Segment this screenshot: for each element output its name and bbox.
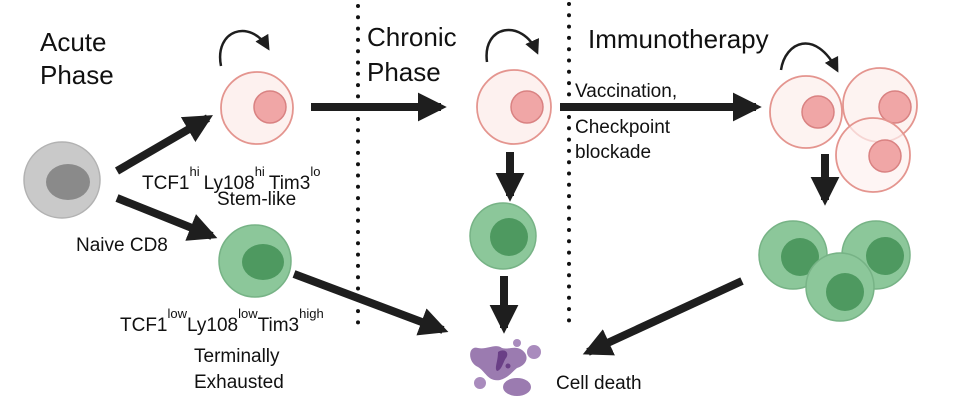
naive-cd8-cell xyxy=(23,141,101,219)
arrow-exhausted-acute-to-death xyxy=(292,270,449,336)
phase-title-immunotherapy: Immunotherapy xyxy=(588,24,769,54)
self-renewal-arrow-immunotherapy xyxy=(779,42,839,73)
self-renewal-arrow-acute xyxy=(218,29,270,67)
treatment-label: Vaccination, Checkpoint blockade xyxy=(575,81,682,163)
exhausted-cell-acute xyxy=(218,224,292,298)
naive-cd8-label: Naive CD8 xyxy=(76,235,168,256)
exhausted-cell-chronic xyxy=(469,202,537,270)
stem-like-cells-expanded xyxy=(769,67,918,193)
cell-death-label: Cell death xyxy=(556,373,642,394)
terminal-markers: TCF1lowLy108lowTim3high xyxy=(120,306,324,336)
stem-like-cell-acute xyxy=(220,71,294,145)
terminal-label: Terminally Exhausted xyxy=(194,346,285,393)
self-renewal-arrow-chronic xyxy=(485,28,540,63)
exhausted-cells-expanded xyxy=(758,220,911,322)
stem-like-markers: TCF1hiLy108hiTim3lo xyxy=(142,164,320,194)
arrow-exhausted-immunotherapy-to-death xyxy=(582,277,744,356)
phase-title-acute: Acute Phase xyxy=(40,27,114,90)
stem-like-cell-chronic xyxy=(476,69,552,145)
phase-title-chronic: Chronic Phase xyxy=(367,22,464,87)
dead-cell-icon xyxy=(470,339,541,396)
arrow-naive-to-exhausted xyxy=(115,194,218,241)
arrow-naive-to-stem xyxy=(114,114,213,175)
stem-like-label: Stem-like xyxy=(217,189,296,210)
